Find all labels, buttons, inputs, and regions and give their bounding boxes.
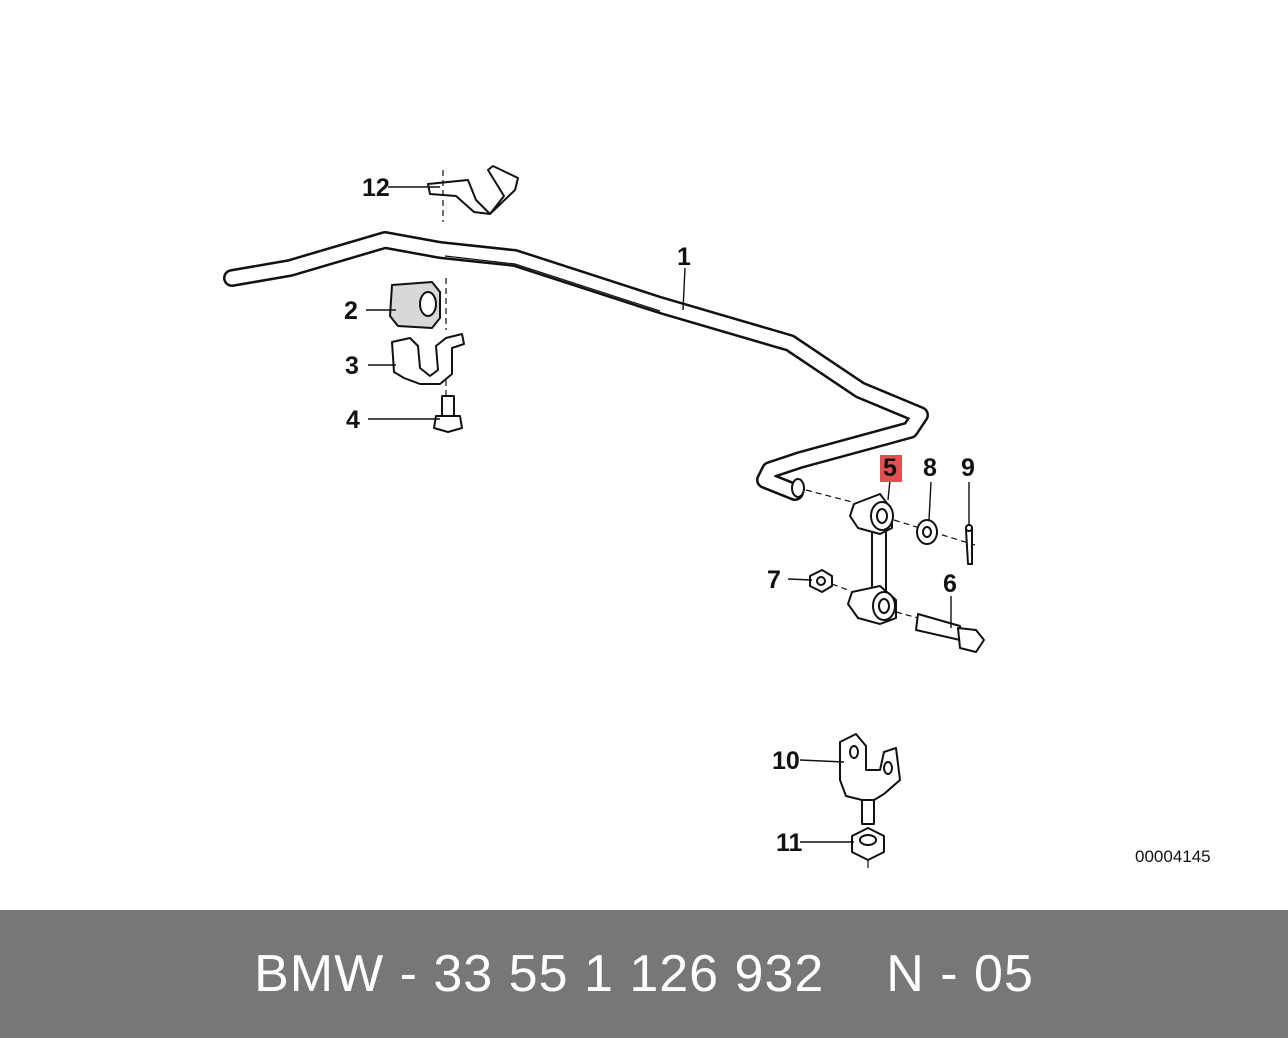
callout-2: 2 xyxy=(344,297,358,325)
bolt-part-6 xyxy=(915,613,985,653)
rubber-mount-part-2 xyxy=(389,278,447,330)
callout-1: 1 xyxy=(677,243,691,271)
cotter-pin-part-9 xyxy=(965,524,973,565)
parts-diagram: 12 1 2 3 4 5 8 9 7 6 10 11 00004145 xyxy=(223,165,1211,868)
callout-4: 4 xyxy=(346,406,360,434)
callout-10: 10 xyxy=(772,747,800,775)
part-number-text: BMW - 33 55 1 126 932 xyxy=(254,945,825,1003)
position-text: N - 05 xyxy=(886,945,1034,1003)
stabilizer-link-part-5 xyxy=(805,489,976,625)
stabilizer-bar xyxy=(223,231,929,501)
clamp-part-3 xyxy=(391,333,465,400)
callout-11: 11 xyxy=(776,829,803,857)
callout-5: 5 xyxy=(883,454,897,482)
callout-labels: 12 1 2 3 4 5 8 9 7 6 10 11 xyxy=(344,174,975,857)
callout-12: 12 xyxy=(362,174,390,202)
callout-6: 6 xyxy=(943,570,957,598)
nut-part-11 xyxy=(851,827,885,868)
washer-part-8 xyxy=(916,519,938,545)
bolt-part-4 xyxy=(433,395,463,433)
bracket-part-12 xyxy=(427,165,519,222)
callout-9: 9 xyxy=(961,454,975,482)
callout-8: 8 xyxy=(923,454,937,482)
reference-number: 00004145 xyxy=(1135,847,1211,866)
callout-3: 3 xyxy=(345,352,359,380)
nut-part-7 xyxy=(809,569,833,593)
mounting-bracket-part-10 xyxy=(839,733,901,825)
leader-lines xyxy=(366,186,970,843)
callout-5-highlight xyxy=(880,455,902,482)
part-number-footer: BMW - 33 55 1 126 932 N - 05 xyxy=(0,910,1288,1038)
callout-7: 7 xyxy=(767,566,781,594)
